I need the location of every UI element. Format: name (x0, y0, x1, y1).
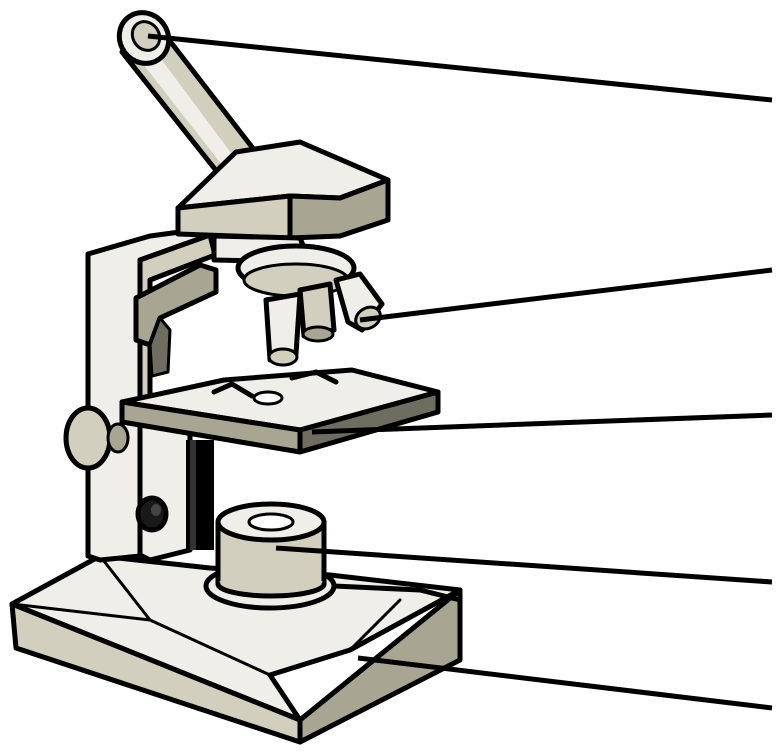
stage-aperture (254, 392, 282, 404)
fine-focus-knob (138, 498, 166, 530)
coarse-focus-knob (66, 408, 110, 468)
leader-line-eyepiece (148, 36, 772, 100)
stage-support-rod (186, 440, 214, 550)
leader-line-objective-lens (360, 270, 772, 320)
